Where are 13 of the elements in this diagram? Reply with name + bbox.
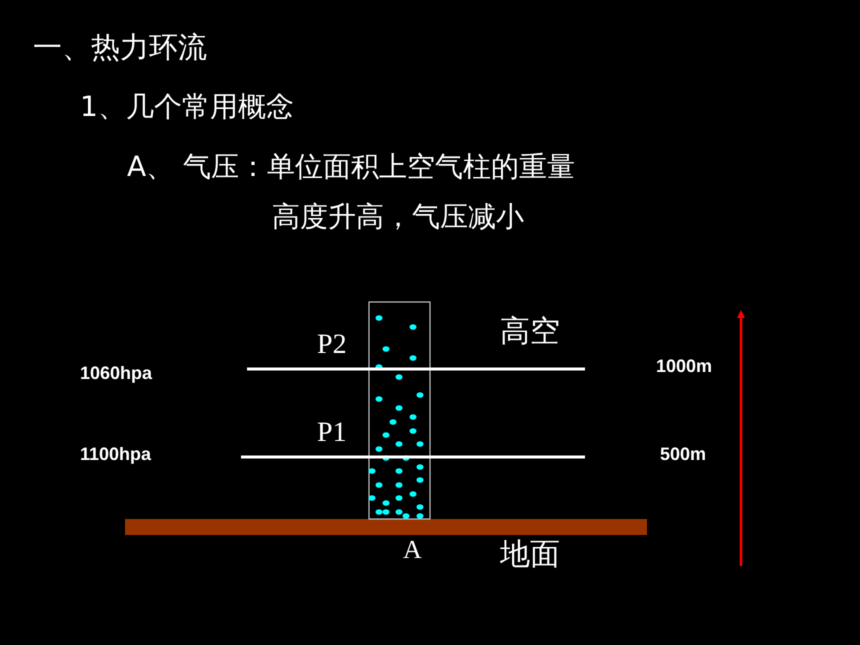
level-label: 地面 [500,538,560,571]
height-label: 1000m [656,357,712,377]
pressure-label: 1060hpa [80,364,152,384]
definition-text: A、 气压：单位面积上空气柱的重量 [127,152,576,183]
level-label: P1 [317,418,347,449]
height-label: 500m [660,445,706,465]
level-label: 高空 [500,315,560,348]
level-label: P2 [317,330,347,361]
pressure-label: 1100hpa [80,445,152,465]
definition-text: 高度升高，气压减小 [272,202,524,233]
point-label: A [403,536,422,565]
subheading: 1、几个常用概念 [80,92,294,123]
heading: 一、热力环流 [33,32,207,64]
